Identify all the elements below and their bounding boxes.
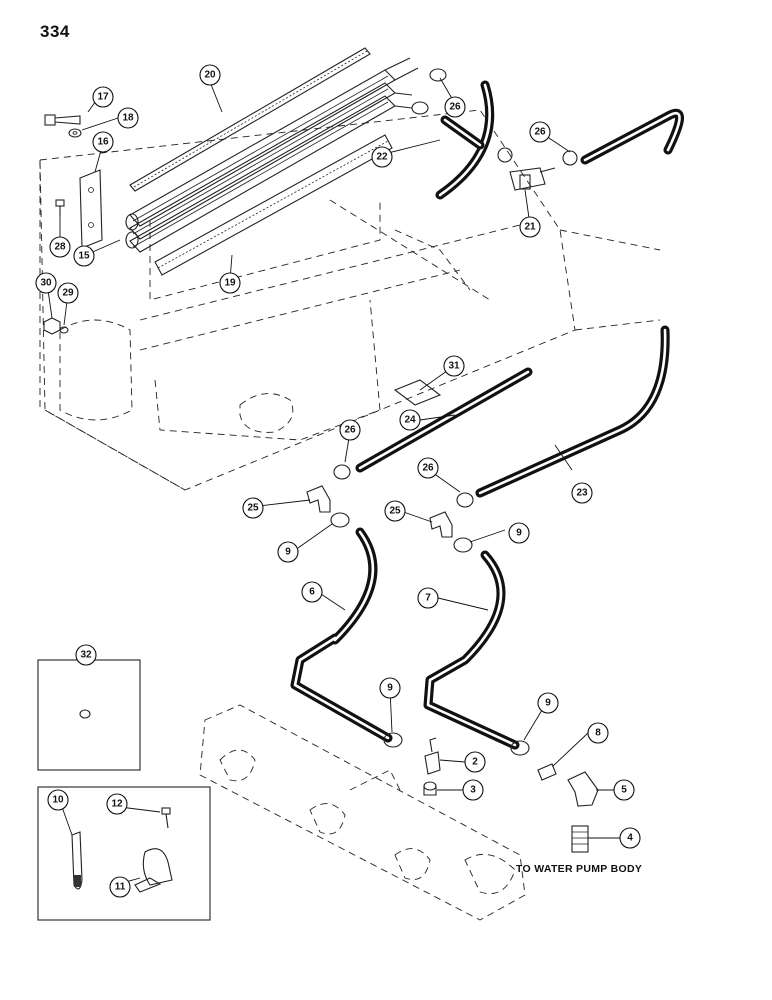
water-pump-note: TO WATER PUMP BODY xyxy=(516,863,643,875)
svg-text:9: 9 xyxy=(387,683,393,694)
callout-6: 6 xyxy=(301,581,323,603)
svg-text:6: 6 xyxy=(309,587,315,598)
callout-4: 4 xyxy=(619,827,641,849)
svg-text:31: 31 xyxy=(448,361,460,372)
callout-26: 26 xyxy=(417,457,439,479)
callout-12: 12 xyxy=(106,793,128,815)
elbow-fitting xyxy=(567,771,599,807)
callout-10: 10 xyxy=(47,789,69,811)
svg-text:17: 17 xyxy=(97,92,109,103)
callout-3: 3 xyxy=(462,779,484,801)
hose-7 xyxy=(423,550,520,750)
heater-core xyxy=(125,57,419,253)
svg-text:23: 23 xyxy=(576,488,588,499)
svg-text:21: 21 xyxy=(524,222,536,233)
svg-text:9: 9 xyxy=(545,698,551,709)
callout-15: 15 xyxy=(73,245,95,267)
callout-18: 18 xyxy=(117,107,139,129)
engine-block-outline xyxy=(199,704,526,921)
callout-11: 11 xyxy=(109,876,131,898)
callout-16: 16 xyxy=(92,131,114,153)
callout-32: 32 xyxy=(75,644,97,666)
svg-text:26: 26 xyxy=(422,463,434,474)
svg-text:22: 22 xyxy=(376,152,388,163)
callout-9: 9 xyxy=(508,522,530,544)
svg-text:25: 25 xyxy=(247,503,259,514)
svg-text:8: 8 xyxy=(595,728,601,739)
lower-seal-strip xyxy=(154,134,393,276)
callout-8: 8 xyxy=(587,722,609,744)
callout-28: 28 xyxy=(49,236,71,258)
callout-9: 9 xyxy=(537,692,559,714)
upper-seal-strip xyxy=(129,47,371,192)
svg-text:9: 9 xyxy=(516,528,522,539)
svg-text:32: 32 xyxy=(80,650,92,661)
shutoff-valve xyxy=(509,167,556,191)
svg-text:12: 12 xyxy=(111,799,123,810)
callout-22: 22 xyxy=(371,146,393,168)
callout-23: 23 xyxy=(571,482,593,504)
callout-9: 9 xyxy=(379,677,401,699)
svg-text:20: 20 xyxy=(204,70,216,81)
callout-31: 31 xyxy=(443,355,465,377)
callout-26: 26 xyxy=(529,121,551,143)
svg-text:5: 5 xyxy=(621,785,627,796)
elbows xyxy=(306,485,453,538)
callout-30: 30 xyxy=(35,272,57,294)
connector xyxy=(537,763,557,781)
svg-text:28: 28 xyxy=(54,242,66,253)
callout-2: 2 xyxy=(464,751,486,773)
decal xyxy=(393,379,442,406)
svg-text:7: 7 xyxy=(425,593,431,604)
svg-text:10: 10 xyxy=(52,795,64,806)
callout-19: 19 xyxy=(219,272,241,294)
callout-17: 17 xyxy=(92,86,114,108)
svg-text:15: 15 xyxy=(78,251,90,262)
washer xyxy=(68,128,82,138)
callout-25: 25 xyxy=(242,497,264,519)
svg-text:18: 18 xyxy=(122,113,134,124)
svg-text:4: 4 xyxy=(627,833,633,844)
svg-text:3: 3 xyxy=(470,785,476,796)
adapter xyxy=(571,825,589,853)
drain-cock xyxy=(424,737,441,775)
svg-text:16: 16 xyxy=(97,137,109,148)
inset-box-clips xyxy=(37,786,211,921)
svg-text:29: 29 xyxy=(62,288,74,299)
callout-7: 7 xyxy=(417,587,439,609)
callout-29: 29 xyxy=(57,282,79,304)
callout-21: 21 xyxy=(519,216,541,238)
svg-text:24: 24 xyxy=(404,415,416,426)
screw xyxy=(55,199,65,216)
fitting xyxy=(423,781,437,796)
svg-text:11: 11 xyxy=(115,882,126,893)
callout-20: 20 xyxy=(199,64,221,86)
svg-text:30: 30 xyxy=(40,278,52,289)
svg-text:26: 26 xyxy=(344,425,356,436)
callout-24: 24 xyxy=(399,409,421,431)
callout-26: 26 xyxy=(339,419,361,441)
svg-text:2: 2 xyxy=(472,757,478,768)
leader-lines xyxy=(47,77,620,884)
bolt xyxy=(44,114,81,126)
callout-9: 9 xyxy=(277,541,299,563)
cab-floor-outline xyxy=(39,109,661,491)
page-number: 334 xyxy=(40,22,70,41)
callout-5: 5 xyxy=(613,779,635,801)
svg-text:19: 19 xyxy=(224,278,236,289)
callout-25: 25 xyxy=(384,500,406,522)
svg-text:26: 26 xyxy=(449,102,461,113)
svg-text:9: 9 xyxy=(285,547,291,558)
svg-text:25: 25 xyxy=(389,506,401,517)
hose-clamps xyxy=(330,68,578,756)
hose-23-lower xyxy=(475,325,670,498)
mounting-bracket xyxy=(79,169,103,249)
hoses xyxy=(290,80,684,750)
callout-26: 26 xyxy=(444,96,466,118)
inset-box-32 xyxy=(37,659,141,771)
svg-text:26: 26 xyxy=(534,127,546,138)
